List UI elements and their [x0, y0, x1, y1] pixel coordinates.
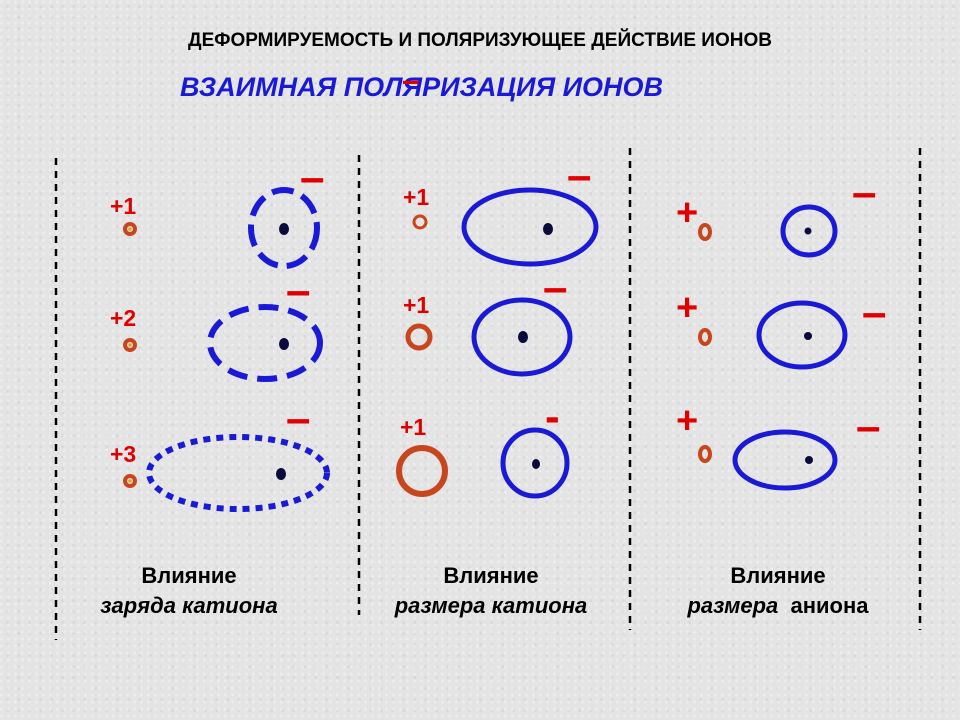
- anion-charge-label: –: [862, 288, 886, 337]
- cation-charge-label: +1: [400, 414, 426, 440]
- cation-charge-label: +: [676, 287, 698, 329]
- cation-core: [128, 343, 132, 347]
- cation: [405, 323, 433, 351]
- caption-cation-size: Влияние размера катиона: [359, 563, 623, 619]
- cation-charge-label: +: [676, 400, 698, 442]
- anion-nucleus: [532, 459, 540, 469]
- caption-heading: Влияние: [443, 563, 539, 588]
- anion-charge-label: –: [300, 153, 324, 202]
- anion-nucleus: [279, 338, 289, 350]
- anion-charge-label: –: [543, 263, 567, 312]
- cation-charge-label: +1: [403, 184, 429, 210]
- cation-core: [128, 479, 132, 483]
- cation: [412, 214, 428, 230]
- anion-charge-label: –: [286, 266, 310, 315]
- cation-charge-label: +1: [110, 193, 136, 219]
- cation: [123, 338, 137, 352]
- caption-anion-size: Влияние размера аниона: [636, 563, 920, 619]
- caption-heading: Влияние: [730, 563, 826, 588]
- cation-charge-label: +2: [110, 305, 136, 331]
- anion-charge-label: -: [545, 392, 560, 441]
- cation-charge-label: +: [676, 192, 698, 234]
- cation: [123, 222, 137, 236]
- anion-nucleus: [518, 331, 528, 343]
- anion-cloud: [756, 300, 848, 370]
- caption-subject: размера аниона: [636, 593, 920, 619]
- cation: [698, 223, 712, 241]
- anion-cloud: [146, 434, 330, 512]
- slide-subtitle: ВЗАИМНАЯ ПОЛЯРИЗАЦИЯ ИОНОВ: [180, 72, 664, 102]
- cation: [698, 328, 712, 346]
- cation-core: [128, 227, 132, 231]
- cation: [698, 445, 712, 463]
- anion-nucleus: [279, 223, 289, 235]
- cation: [123, 474, 137, 488]
- subtitle-minus-mark: –: [402, 62, 420, 98]
- caption-heading: Влияние: [141, 563, 237, 588]
- anion-charge-label: –: [856, 402, 880, 451]
- anion-nucleus: [804, 227, 812, 235]
- anion-charge-label: –: [852, 168, 876, 217]
- anion-nucleus: [543, 223, 553, 235]
- caption-subject: заряда катиона: [100, 593, 278, 618]
- caption-subject-italic: размера: [687, 593, 779, 618]
- caption-subject-plain: аниона: [790, 593, 869, 618]
- anion-cloud: [207, 304, 323, 382]
- anion-nucleus: [804, 332, 812, 340]
- caption-cation-charge: Влияние заряда катиона: [56, 563, 322, 619]
- cation: [396, 445, 448, 497]
- anion-cloud: [500, 427, 570, 499]
- anion-cloud: [248, 187, 320, 269]
- anion-nucleus: [805, 456, 813, 464]
- anion-cloud: [780, 204, 838, 258]
- slide-title: ДЕФОРМИРУЕМОСТЬ И ПОЛЯРИЗУЮЩЕЕ ДЕЙСТВИЕ …: [188, 30, 772, 51]
- anion-nucleus: [276, 468, 286, 480]
- anion-cloud: [471, 297, 573, 377]
- cation-charge-label: +1: [403, 292, 429, 318]
- anion-charge-label: –: [567, 151, 591, 200]
- cation-charge-label: +3: [110, 441, 136, 467]
- anion-cloud: [732, 429, 838, 491]
- anion-charge-label: –: [286, 394, 310, 443]
- anion-cloud: [461, 187, 599, 267]
- caption-subject: размера катиона: [394, 593, 588, 618]
